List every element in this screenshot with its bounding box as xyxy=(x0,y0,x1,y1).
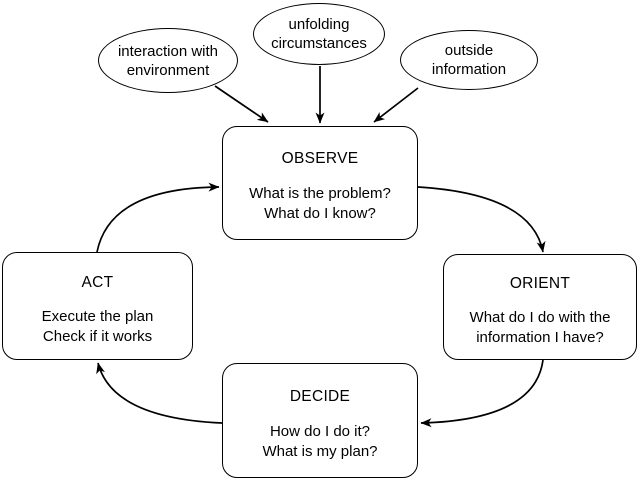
node-body-line: Check if it works xyxy=(42,328,153,345)
input-label-line: circumstances xyxy=(271,35,367,52)
input-label-line: unfolding xyxy=(288,16,350,33)
input-label-line: interaction with xyxy=(117,42,219,60)
input-label: unfolding circumstances xyxy=(271,15,367,53)
node-body-line: What do I know? xyxy=(264,205,376,222)
node-orient: ORIENT What do I do with the information… xyxy=(443,254,637,360)
arc-observe-to-orient-arrow xyxy=(417,186,546,253)
input-label: outside information xyxy=(432,41,506,79)
node-act: ACT Execute the plan Check if it works xyxy=(2,252,193,360)
input-label-line: environment xyxy=(126,61,210,79)
node-decide: DECIDE How do I do it? What is my plan? xyxy=(222,363,418,478)
input-label: interaction with environment xyxy=(118,42,218,80)
arc-act-to-observe-arrow xyxy=(96,182,220,253)
node-body-line: information I have? xyxy=(476,329,604,346)
node-title: ORIENT xyxy=(509,275,571,292)
node-body-line: What is the problem? xyxy=(249,185,391,202)
node-body: What is the problem? What do I know? xyxy=(223,184,417,224)
node-body: Execute the plan Check if it works xyxy=(3,307,192,347)
input-label-line: information xyxy=(431,61,507,78)
node-body: What do I do with the information I have… xyxy=(444,308,636,348)
input-ellipse-interaction-with-environment: interaction with environment xyxy=(98,28,238,93)
arc-orient-to-decide-arrow xyxy=(420,359,544,428)
connector-interaction-to-observe-arrow xyxy=(214,85,269,123)
input-ellipse-outside-information: outside information xyxy=(400,30,538,90)
node-title: DECIDE xyxy=(289,388,351,405)
node-body-line: How do I do it? xyxy=(269,423,371,440)
node-body-line: What is my plan? xyxy=(262,443,378,460)
connector-outside-to-observe-arrow xyxy=(373,87,419,123)
node-title: OBSERVE xyxy=(281,150,359,167)
node-body: How do I do it? What is my plan? xyxy=(223,422,417,462)
node-observe: OBSERVE What is the problem? What do I k… xyxy=(222,126,418,240)
arc-decide-to-act-arrow xyxy=(96,362,223,424)
node-body-line: Execute the plan xyxy=(41,308,154,325)
node-title: ACT xyxy=(81,274,114,291)
input-ellipse-unfolding-circumstances: unfolding circumstances xyxy=(253,3,385,65)
node-body-line: What do I do with the xyxy=(469,309,611,326)
input-label-line: outside xyxy=(444,42,494,59)
